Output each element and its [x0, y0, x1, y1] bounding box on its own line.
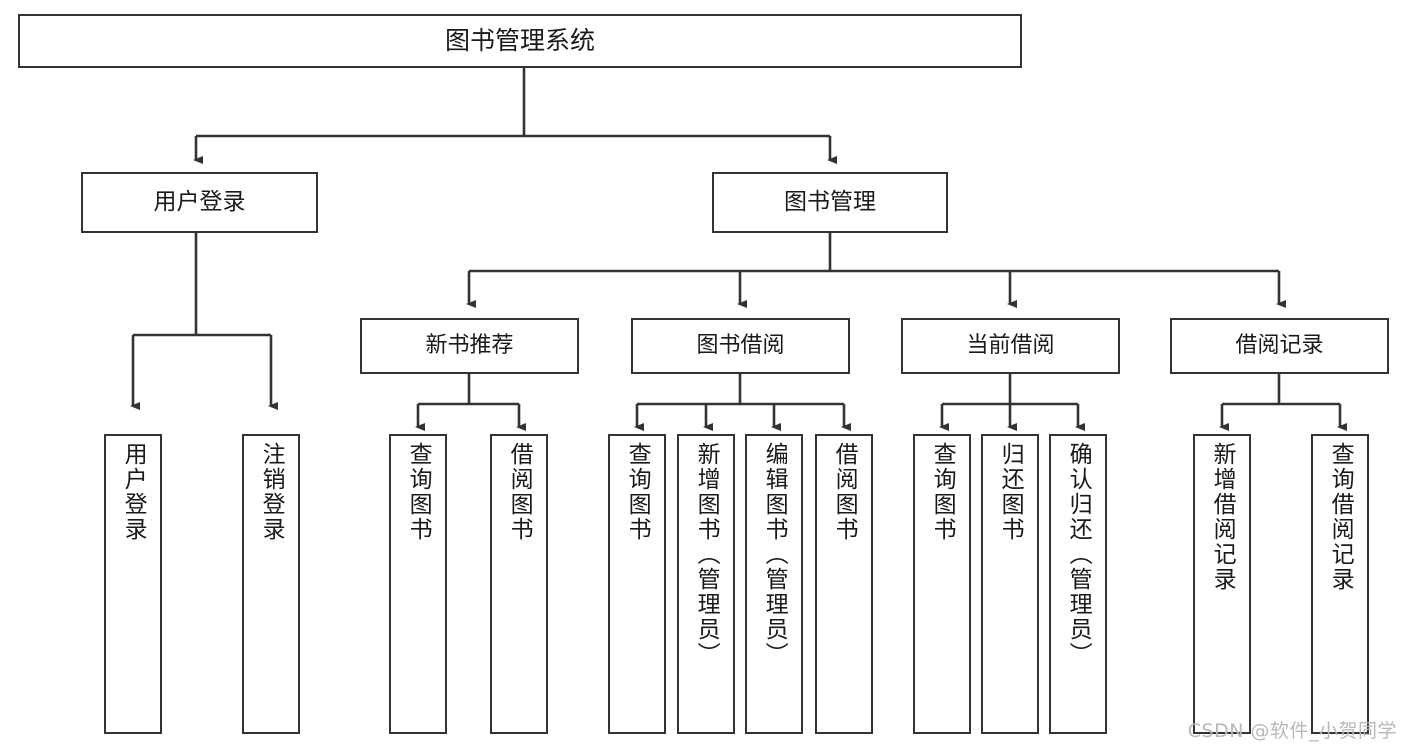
node-book-management-label: 图书管理 [784, 188, 876, 215]
leaf-user-login-logout[interactable]: 注销登录 [242, 434, 300, 734]
node-user-login[interactable]: 用户登录 [81, 172, 318, 233]
leaf-label: 查询图书 [624, 442, 651, 542]
leaf-new-book-borrow[interactable]: 借阅图书 [490, 434, 548, 734]
node-root[interactable]: 图书管理系统 [18, 14, 1022, 68]
leaf-label: 借阅图书 [506, 442, 533, 542]
node-new-book-recommend-label: 新书推荐 [425, 333, 514, 359]
leaf-label: 确认归还（管理员） [1065, 442, 1092, 667]
leaf-label: 查询借阅记录 [1327, 442, 1354, 592]
leaf-borrow-add-book[interactable]: 新增图书（管理员） [677, 434, 735, 734]
leaf-label: 查询图书 [929, 442, 956, 542]
leaf-label: 新增借阅记录 [1209, 442, 1236, 592]
leaf-borrow-borrow-book[interactable]: 借阅图书 [815, 434, 873, 734]
node-book-borrow[interactable]: 图书借阅 [631, 318, 850, 374]
leaf-user-login-login[interactable]: 用户登录 [104, 434, 162, 734]
node-borrow-record-label: 借阅记录 [1235, 333, 1324, 359]
node-user-login-label: 用户登录 [153, 188, 246, 215]
leaf-label: 用户登录 [120, 442, 147, 542]
node-book-management[interactable]: 图书管理 [712, 172, 948, 233]
node-current-borrow-label: 当前借阅 [966, 333, 1055, 359]
leaf-current-confirm-return[interactable]: 确认归还（管理员） [1049, 434, 1107, 734]
node-new-book-recommend[interactable]: 新书推荐 [360, 318, 579, 374]
leaf-borrow-query-book[interactable]: 查询图书 [608, 434, 666, 734]
leaf-new-book-query[interactable]: 查询图书 [389, 434, 447, 734]
leaf-label: 新增图书（管理员） [693, 442, 720, 667]
leaf-label: 查询图书 [405, 442, 432, 542]
leaf-current-return-book[interactable]: 归还图书 [981, 434, 1039, 734]
watermark: CSDN @软件_小贺同学 [1187, 720, 1397, 742]
leaf-label: 借阅图书 [831, 442, 858, 542]
node-current-borrow[interactable]: 当前借阅 [901, 318, 1120, 374]
leaf-label: 编辑图书（管理员） [761, 442, 788, 667]
node-root-label: 图书管理系统 [444, 26, 595, 56]
leaf-record-query[interactable]: 查询借阅记录 [1311, 434, 1369, 734]
leaf-record-add[interactable]: 新增借阅记录 [1193, 434, 1251, 734]
node-borrow-record[interactable]: 借阅记录 [1170, 318, 1389, 374]
leaf-label: 注销登录 [258, 442, 285, 542]
leaf-current-query-book[interactable]: 查询图书 [913, 434, 971, 734]
leaf-label: 归还图书 [997, 442, 1024, 542]
leaf-borrow-edit-book[interactable]: 编辑图书（管理员） [745, 434, 803, 734]
node-book-borrow-label: 图书借阅 [696, 333, 785, 359]
